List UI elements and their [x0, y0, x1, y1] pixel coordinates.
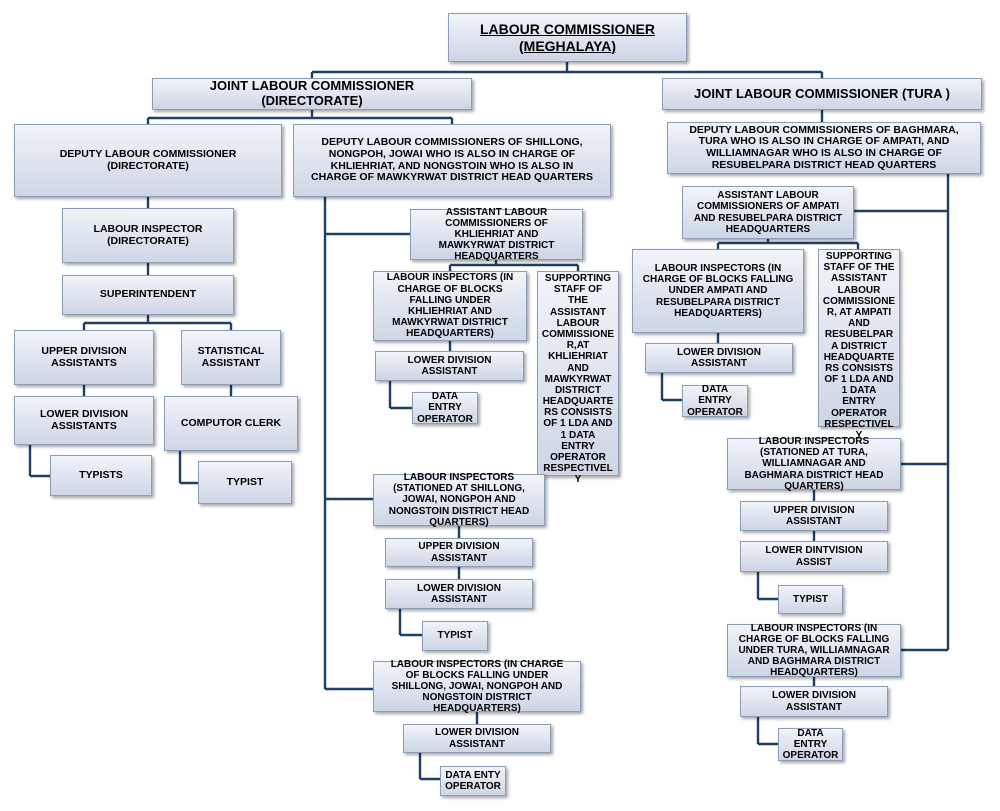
- lower-division-assistant-khliehriat-node: LOWER DIVISION ASSISTANT: [375, 351, 524, 381]
- joint-commissioner-tura-node: JOINT LABOUR COMMISSIONER (TURA ): [662, 78, 982, 110]
- lower-division-assistant-shillong-blocks-node: LOWER DIVISION ASSISTANT: [403, 724, 551, 753]
- lower-division-assistant-ampati-node: LOWER DIVISION ASSISTANT: [645, 343, 793, 373]
- data-entry-operator-ampati-node: DATA ENTRY OPERATOR: [682, 384, 748, 418]
- labour-inspectors-shillong-hq-node: LABOUR INSPECTORS (STATIONED AT SHILLONG…: [373, 472, 545, 528]
- superintendent-node: SUPERINTENDENT: [62, 275, 234, 315]
- upper-division-assistant-tura-node: UPPER DIVISION ASSISTANT: [740, 501, 888, 531]
- lower-division-assistant-shillong-node: LOWER DIVISION ASSISTANT: [385, 579, 533, 609]
- lower-division-assistants-node: LOWER DIVISION ASSISTANTS: [14, 396, 154, 445]
- labour-inspector-directorate-node: LABOUR INSPECTOR (DIRECTORATE): [62, 208, 234, 263]
- supporting-staff-khliehriat-node: SUPPORTING STAFF OF THE ASSISTANT LABOUR…: [537, 271, 619, 485]
- labour-inspectors-khliehriat-node: LABOUR INSPECTORS (IN CHARGE OF BLOCKS F…: [373, 271, 527, 341]
- supporting-staff-ampati-node: SUPPORTING STAFF OF THE ASSISTANT LABOUR…: [818, 249, 900, 441]
- computor-clerk-node: COMPUTOR CLERK: [164, 396, 298, 451]
- data-entry-operator-tura-blocks-node: DATA ENTRY OPERATOR: [778, 728, 843, 761]
- statistical-assistant-node: STATISTICAL ASSISTANT: [181, 330, 281, 385]
- labour-inspectors-shillong-blocks-node: LABOUR INSPECTORS (IN CHARGE OF BLOCKS F…: [373, 659, 581, 714]
- deputy-commissioners-shillong-node: DEPUTY LABOUR COMMISSIONERS OF SHILLONG,…: [293, 124, 611, 197]
- typist-shillong-node: TYPIST: [422, 621, 488, 651]
- lower-division-assistant-tura-node: LOWER DINTVISION ASSIST: [740, 541, 888, 572]
- upper-division-assistant-shillong-node: UPPER DIVISION ASSISTANT: [385, 538, 533, 567]
- assistant-commissioners-khliehriat-node: ASSISTANT LABOUR COMMISSIONERS OF KHLIEH…: [410, 207, 583, 262]
- upper-division-assistants-node: UPPER DIVISION ASSISTANTS: [14, 330, 154, 385]
- labour-inspectors-tura-blocks-node: LABOUR INSPECTORS (IN CHARGE OF BLOCKS F…: [727, 623, 901, 678]
- deputy-commissioner-directorate-node: DEPUTY LABOUR COMMISSIONER (DIRECTORATE): [14, 124, 282, 197]
- data-entry-operator-shillong-blocks-node: DATA ENTY OPERATOR: [440, 766, 506, 796]
- labour-commissioner-node: LABOUR COMMISSIONER (MEGHALAYA): [448, 13, 687, 62]
- labour-inspectors-tura-hq-node: LABOUR INSPECTORS (STATIONED AT TURA, WI…: [727, 436, 901, 492]
- labour-inspectors-ampati-node: LABOUR INSPECTORS (IN CHARGE OF BLOCKS F…: [632, 249, 804, 333]
- data-entry-operator-khliehriat-node: DATA ENTRY OPERATOR: [412, 391, 478, 425]
- typist-tura-node: TYPIST: [778, 585, 843, 614]
- lower-division-assistant-tura-blocks-node: LOWER DIVISION ASSISTANT: [740, 686, 888, 717]
- assistant-commissioners-ampati-node: ASSISTANT LABOUR COMMISSIONERS OF AMPATI…: [682, 186, 854, 239]
- deputy-commissioners-baghmara-node: DEPUTY LABOUR COMMISSIONERS OF BAGHMARA,…: [667, 122, 981, 174]
- joint-commissioner-directorate-node: JOINT LABOUR COMMISSIONER (DIRECTORATE): [152, 78, 472, 110]
- typists-directorate-node: TYPISTS: [50, 455, 152, 496]
- typist-directorate-node: TYPIST: [198, 461, 292, 504]
